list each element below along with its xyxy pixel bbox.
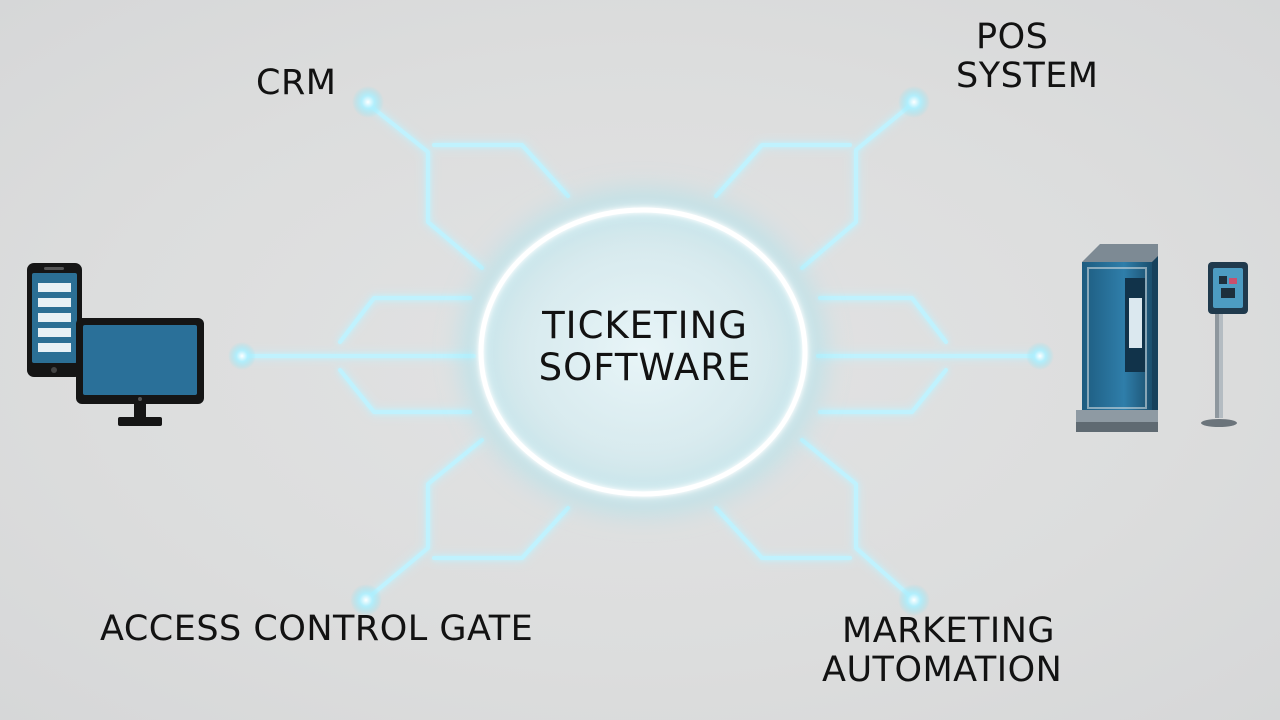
node-label-marketing: MARKETING AUTOMATION bbox=[822, 611, 1063, 691]
endpoint-left bbox=[228, 342, 256, 370]
endpoint-access bbox=[350, 584, 382, 616]
link-crm-outer bbox=[366, 102, 484, 270]
hub-circle bbox=[464, 193, 822, 511]
hub-title: TICKETING SOFTWARE bbox=[480, 305, 810, 389]
node-label-pos: POS SYSTEM bbox=[956, 17, 1099, 97]
link-crm-inner bbox=[432, 143, 570, 198]
endpoint-pos bbox=[898, 86, 930, 118]
endpoint-marketing bbox=[898, 584, 930, 616]
link-marketing-inner bbox=[714, 506, 852, 560]
node-label-pos-line1: POS bbox=[976, 17, 1049, 57]
link-marketing-outer bbox=[800, 438, 914, 600]
payment-terminal-icon bbox=[1201, 262, 1248, 427]
circuit-lines bbox=[240, 102, 1040, 600]
endpoint-right bbox=[1026, 342, 1054, 370]
link-left-lower bbox=[338, 368, 472, 414]
link-pos-inner bbox=[714, 143, 852, 198]
node-label-crm: CRM bbox=[256, 63, 337, 103]
link-right-lower bbox=[818, 368, 948, 414]
node-label-access: ACCESS CONTROL GATE bbox=[100, 609, 534, 649]
desktop-monitor-icon bbox=[76, 318, 204, 426]
hub-title-line1: TICKETING bbox=[542, 304, 748, 347]
link-right-upper bbox=[818, 296, 948, 344]
smartphone-icon bbox=[27, 263, 82, 377]
endpoint-crm bbox=[352, 86, 384, 118]
link-left-upper bbox=[338, 296, 472, 344]
kiosk-icon bbox=[1076, 244, 1158, 432]
node-label-marketing-line1: MARKETING bbox=[842, 611, 1056, 651]
hub-title-line2: SOFTWARE bbox=[538, 345, 752, 389]
link-access-outer bbox=[366, 438, 484, 600]
endpoint-dots bbox=[228, 86, 1054, 616]
link-pos-outer bbox=[800, 102, 914, 270]
node-label-marketing-line2: AUTOMATION bbox=[822, 650, 1063, 691]
link-access-inner bbox=[432, 506, 570, 560]
node-label-pos-line2: SYSTEM bbox=[956, 56, 1099, 97]
